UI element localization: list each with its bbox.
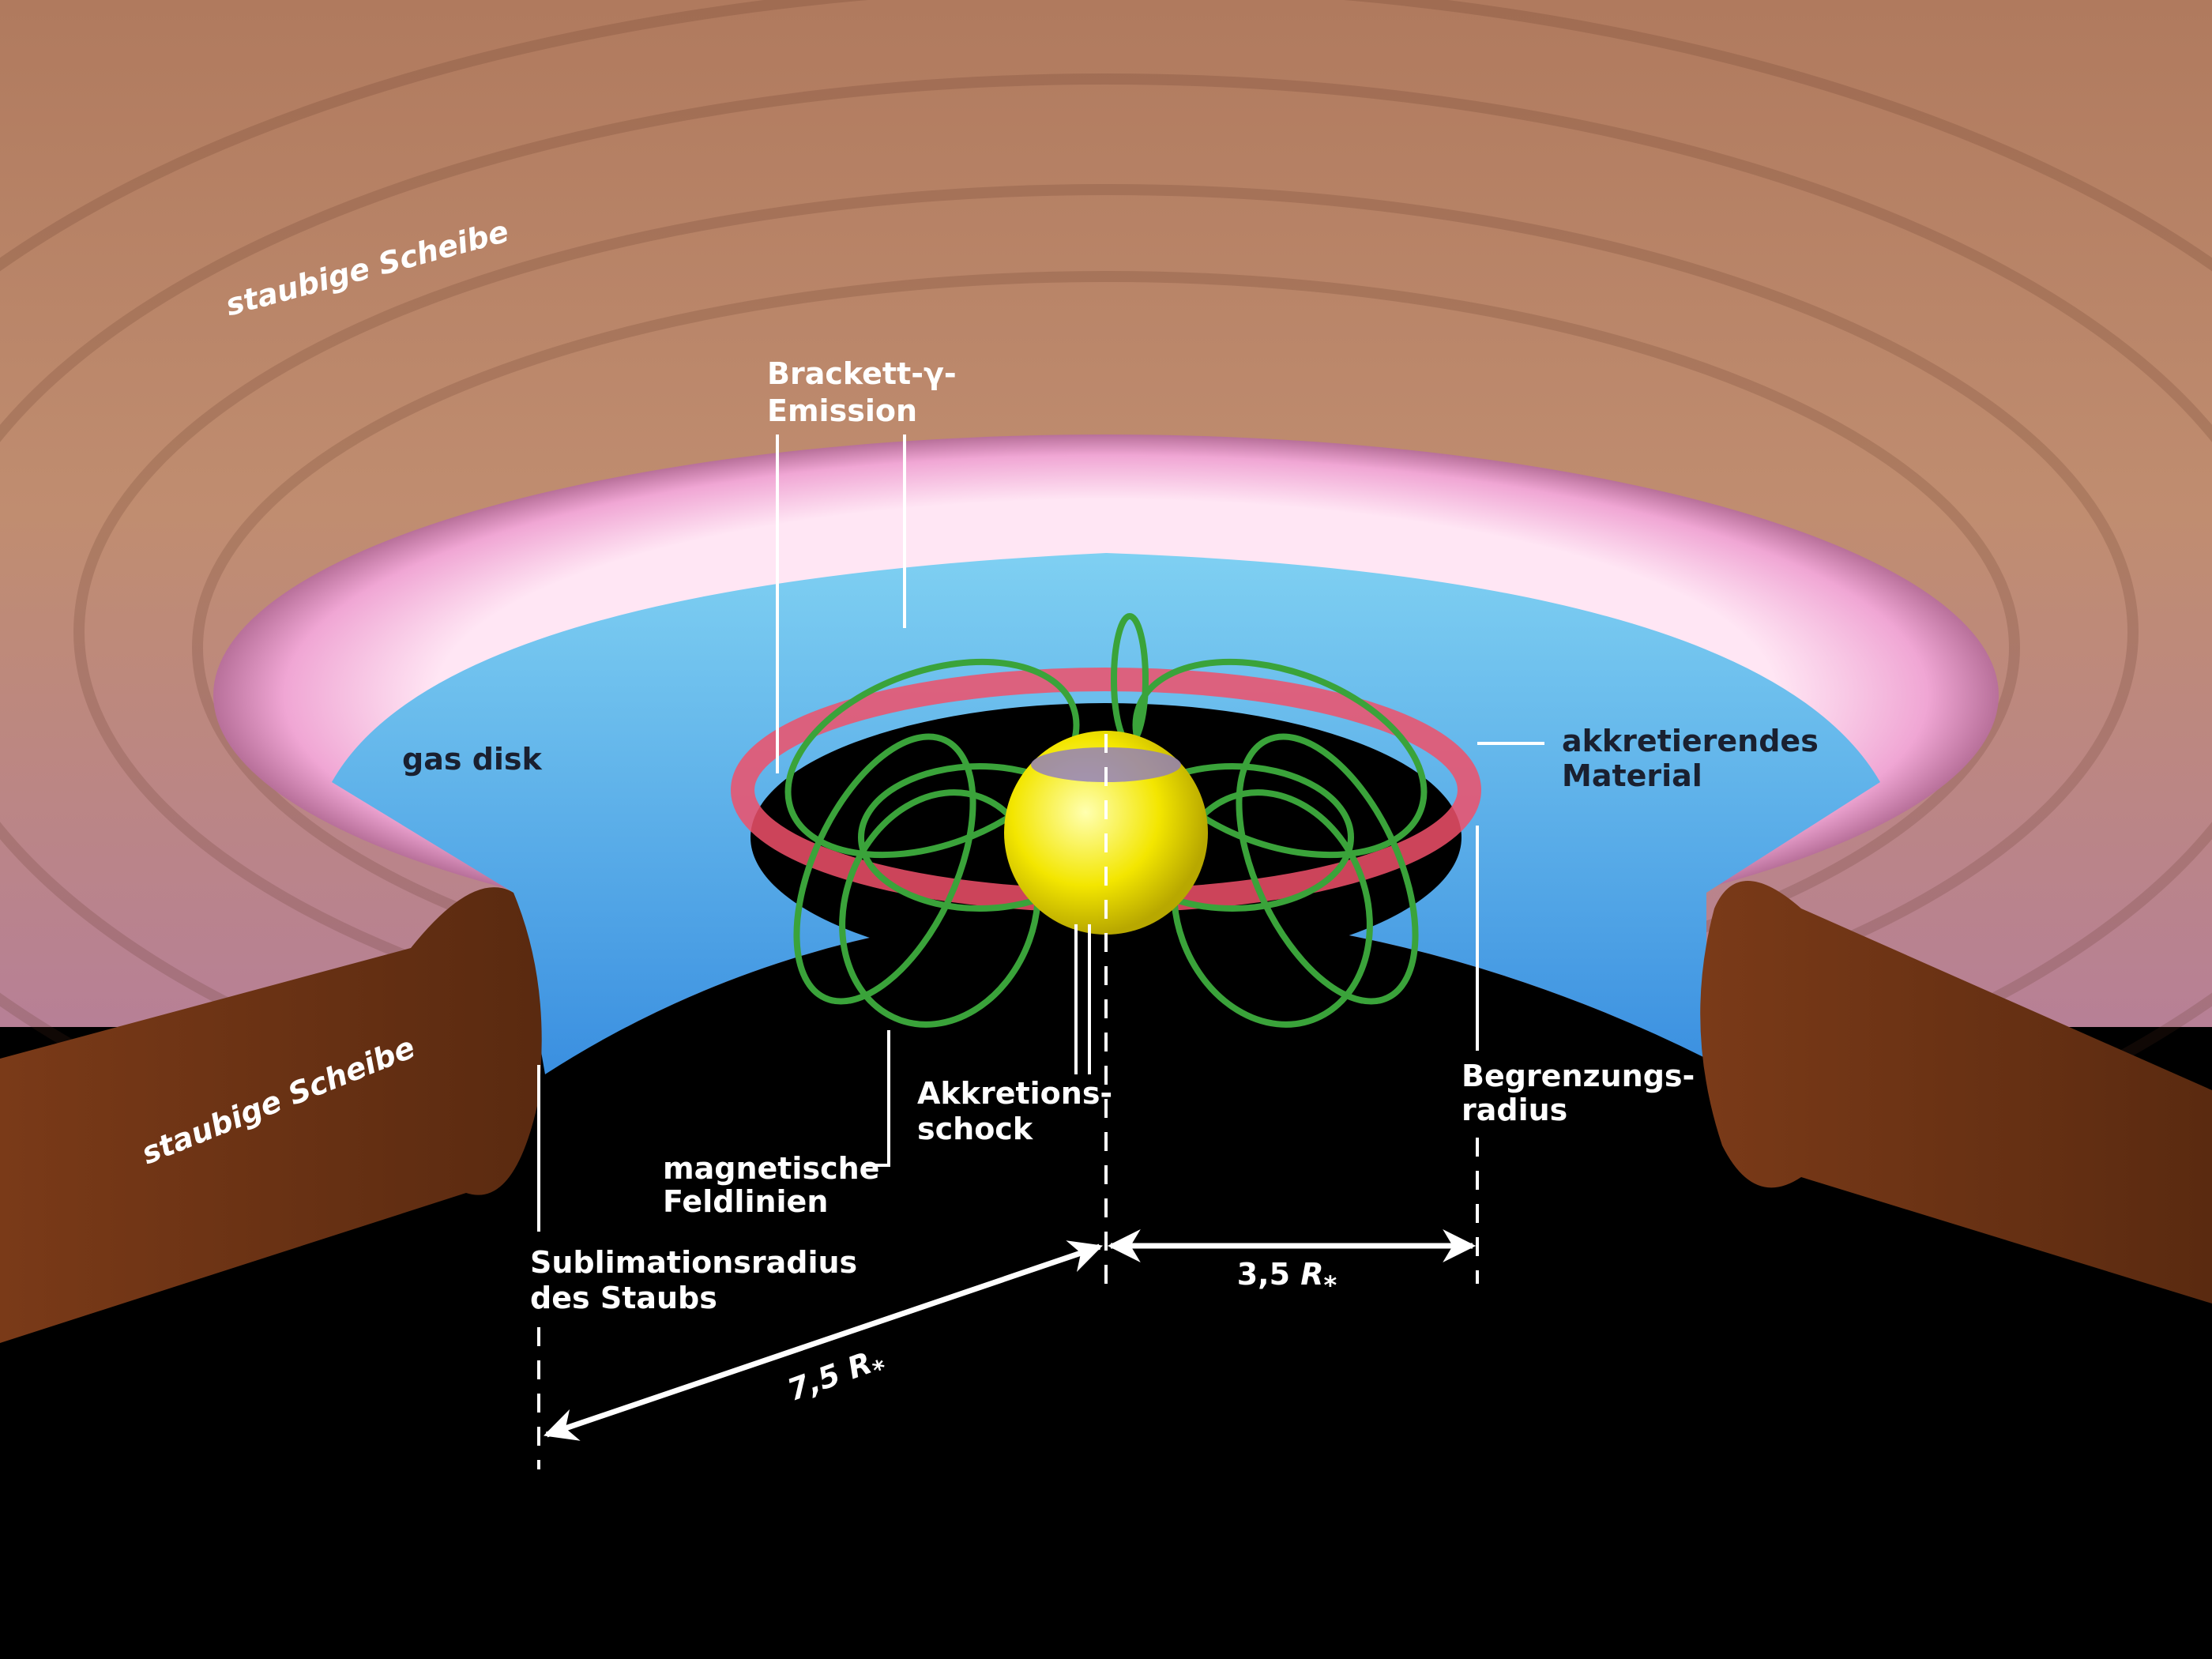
label-accreting-2: Material	[1562, 758, 1702, 793]
label-brackett-2: Emission	[767, 393, 917, 428]
label-field-1: magnetische	[663, 1151, 879, 1186]
label-shock-2: schock	[917, 1112, 1033, 1146]
label-accreting-1: akkretierendes	[1562, 724, 1819, 758]
radius-markers	[537, 734, 1479, 1469]
label-shock-1: Akkretions-	[917, 1076, 1112, 1111]
star	[1004, 731, 1208, 935]
label-brackett-1: Brackett-γ-	[767, 356, 957, 391]
label-truncation-2: radius	[1462, 1093, 1567, 1127]
dusty-disk-wall-right	[1700, 881, 2212, 1304]
label-truncation-distance: 3,5 R*	[1237, 1257, 1337, 1300]
accretion-shock-band	[1031, 747, 1181, 782]
dusty-disk-wall-left	[0, 887, 542, 1343]
leader-lines	[537, 434, 1544, 1232]
sublimation-radius-arrow	[544, 1240, 1103, 1441]
label-sublimation-2: des Staubs	[530, 1281, 717, 1315]
label-sublimation-1: Sublimationsradius	[530, 1245, 857, 1280]
label-truncation-1: Begrenzungs-	[1462, 1059, 1695, 1093]
label-gas-disk: gas disk	[402, 742, 543, 777]
label-field-2: Feldlinien	[663, 1184, 828, 1219]
